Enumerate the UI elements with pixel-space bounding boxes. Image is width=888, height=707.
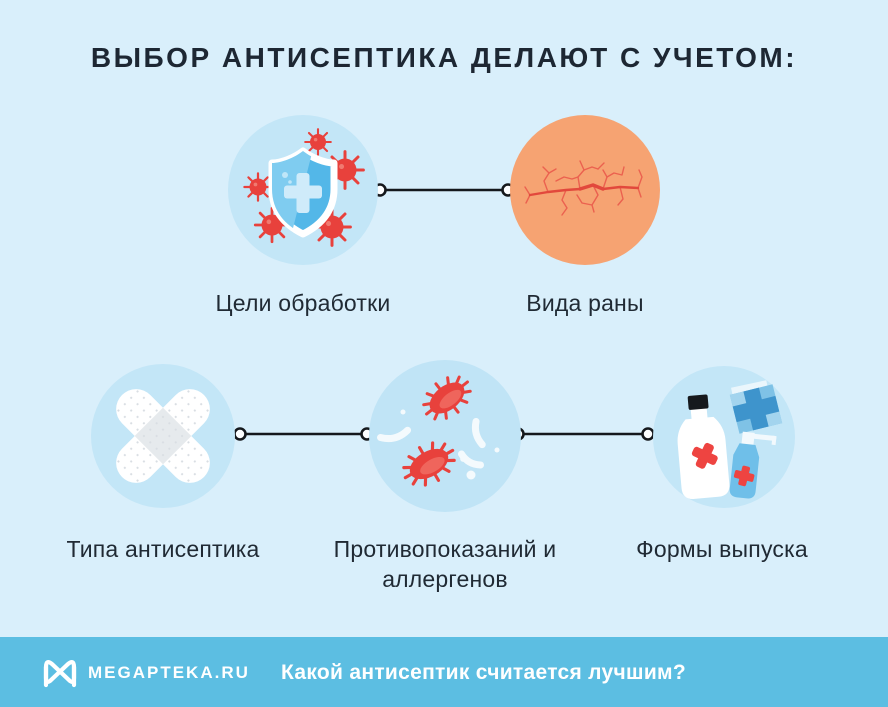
antiseptic-bottles-icon xyxy=(653,366,795,508)
label-wound-type: Вида раны xyxy=(526,290,644,316)
shield-viruses-icon xyxy=(228,115,378,265)
label-treatment-goal: Цели обработки xyxy=(215,290,391,316)
label-antiseptic-type: Типа антисептика xyxy=(66,536,260,562)
footer-question: Какой антисептик считается лучшим? xyxy=(281,661,686,684)
bacteria-icon xyxy=(369,360,521,512)
brand-name: MEGAPTEKA.RU xyxy=(88,663,250,682)
footer-bar: MEGAPTEKA.RU Какой антисептик считается … xyxy=(0,637,888,707)
wound-skin-icon xyxy=(510,115,660,265)
label-contraindications: Противопоказаний и аллергенов xyxy=(333,536,557,592)
infographic-title: ВЫБОР АНТИСЕПТИКА ДЕЛАЮТ С УЧЕТОМ: xyxy=(90,42,798,73)
crossed-plasters-icon xyxy=(91,364,235,508)
label-release-form: Формы выпуска xyxy=(636,536,808,562)
megapteka-logo-icon xyxy=(43,660,77,688)
